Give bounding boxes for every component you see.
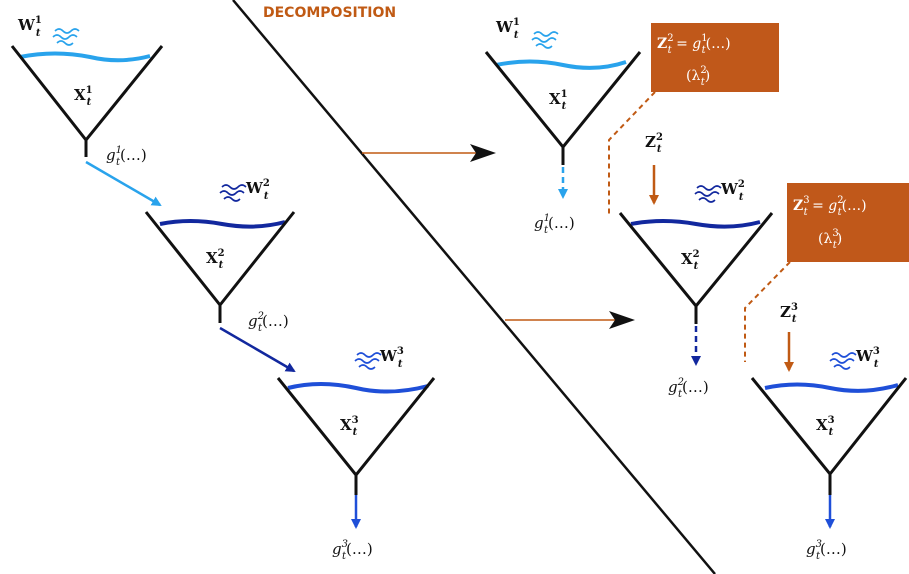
coupling-box-background: [787, 183, 909, 262]
rain-icon: [694, 185, 722, 203]
rain-icon: [219, 184, 247, 202]
outflow-arrow: [219, 326, 296, 373]
rain-icon: [829, 352, 857, 370]
water-surface: [19, 51, 151, 63]
transition-arrow-2: [505, 311, 635, 329]
water-surface: [630, 219, 761, 229]
water-surface: [159, 219, 286, 229]
water-surface: [495, 59, 627, 70]
outflow-arrow: [85, 160, 162, 207]
reservoir-funnel: [750, 377, 908, 477]
water-surface: [764, 382, 899, 393]
rain-icon: [531, 31, 559, 49]
rain-icon: [52, 28, 80, 46]
rain-icon: [354, 352, 382, 370]
coupling-connector-1: [608, 91, 656, 214]
divider-line: [232, 0, 716, 574]
coupling-connector-2: [744, 261, 791, 362]
transition-arrow-1: [362, 144, 496, 162]
coupling-box-background: [651, 23, 779, 92]
decomposition-title: DECOMPOSITION: [263, 5, 396, 21]
water-surface: [287, 382, 429, 394]
